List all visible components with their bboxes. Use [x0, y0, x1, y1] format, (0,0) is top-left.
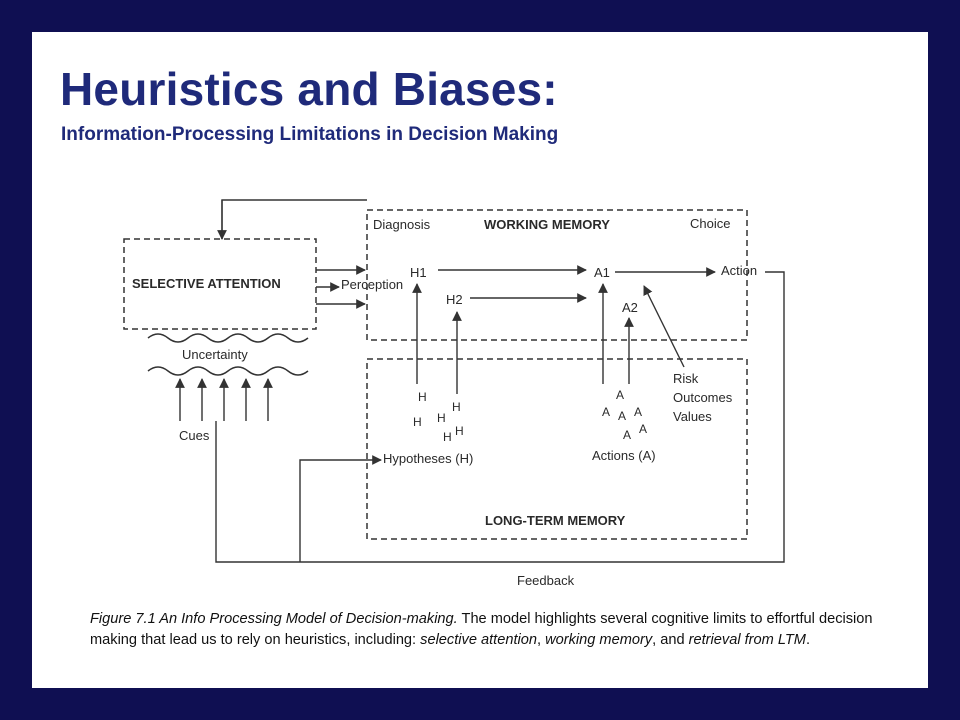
outcomes-label: Outcomes: [673, 390, 733, 405]
hypothesis-mark: H: [437, 411, 446, 425]
hypothesis-mark: H: [455, 424, 464, 438]
figure-caption: Figure 7.1 An Info Processing Model of D…: [90, 609, 920, 651]
working-memory-label: WORKING MEMORY: [484, 217, 610, 232]
cues-label: Cues: [179, 428, 210, 443]
hypothesis-mark: H: [418, 390, 427, 404]
long-term-memory-box: [366, 358, 748, 540]
caption-separator: ,: [536, 632, 546, 648]
feedback-top-line: [221, 199, 367, 239]
values-label: Values: [673, 409, 712, 424]
slide-title: Heuristics and Biases:: [60, 63, 558, 115]
uncertainty-wave-bottom: [147, 366, 309, 376]
risk-label: Risk: [673, 371, 699, 386]
action-mark: A: [602, 405, 610, 419]
caption-end: .: [805, 632, 811, 648]
hypothesis-mark: H: [443, 430, 452, 444]
hypothesis-mark: H: [413, 415, 422, 429]
long-term-memory-label: LONG-TERM MEMORY: [485, 513, 626, 528]
choice-label: Choice: [690, 216, 730, 231]
feedback-to-ltm-line: [299, 455, 382, 562]
risk-arrow: [643, 285, 685, 368]
uncertainty-wave-top: [147, 333, 309, 343]
decision-model-diagram: SELECTIVE ATTENTION WORKING MEMORY LONG-…: [123, 199, 785, 588]
uncertainty-label: Uncertainty: [182, 347, 248, 362]
action-mark: A: [616, 388, 624, 402]
perception-label: Perception: [341, 277, 403, 292]
diagnosis-label: Diagnosis: [373, 217, 431, 232]
h1-label: H1: [410, 265, 427, 280]
feedback-label: Feedback: [517, 573, 575, 588]
action-mark: A: [634, 405, 642, 419]
h2-label: H2: [446, 292, 463, 307]
hypotheses-label: Hypotheses (H): [383, 451, 473, 466]
caption-emphasis: retrieval from LTM: [688, 632, 806, 648]
caption-text: The model highlights several cognitive l…: [90, 611, 873, 648]
action-mark: A: [623, 428, 631, 442]
selective-attention-label: SELECTIVE ATTENTION: [132, 276, 281, 291]
working-memory-box: [366, 209, 748, 341]
a2-label: A2: [622, 300, 638, 315]
caption-figure-label: Figure 7.1 An Info Processing Model of D…: [90, 611, 458, 627]
action-mark: A: [618, 409, 626, 423]
action-label: Action: [721, 263, 757, 278]
slide-subtitle: Information-Processing Limitations in De…: [61, 124, 559, 145]
action-mark: A: [639, 422, 647, 436]
caption-emphasis: selective attention: [420, 632, 537, 648]
slide: Heuristics and Biases: Information-Proce…: [32, 32, 928, 688]
hypothesis-mark: H: [452, 400, 461, 414]
feedback-loop-line: [215, 271, 785, 563]
actions-label: Actions (A): [592, 448, 656, 463]
caption-emphasis: working memory: [545, 632, 653, 648]
a1-label: A1: [594, 265, 610, 280]
caption-separator: , and: [652, 632, 689, 648]
